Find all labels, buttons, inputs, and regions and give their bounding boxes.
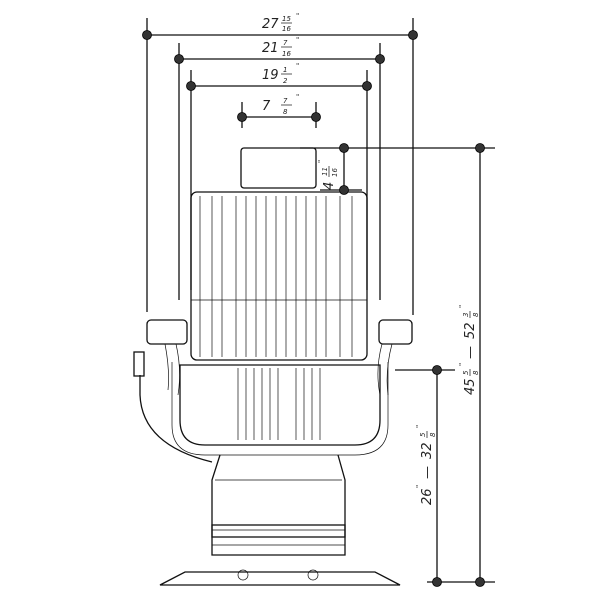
dimension-endpoint-dot	[362, 81, 372, 91]
base-column	[211, 454, 346, 556]
dimension-endpoint-dot	[475, 143, 485, 153]
dim-min-whole: 26	[420, 488, 435, 505]
dim-num: 7	[283, 39, 288, 47]
dim-headrest-width: 7 7 8 "	[262, 93, 299, 116]
dim-num: 5	[419, 432, 427, 437]
backrest	[190, 191, 368, 361]
pump-lever	[133, 351, 145, 377]
dim-unit: "	[296, 36, 299, 44]
dim-whole: 19	[262, 68, 279, 83]
dim-num: 11	[321, 167, 329, 176]
dim-total-height: 45 5 8 " — 52 3 8 "	[458, 305, 480, 395]
dim-back-width: 19 1 2 "	[262, 62, 299, 85]
dim-unit: "	[296, 62, 299, 70]
left-armrest	[146, 319, 188, 396]
dim-den: 2	[283, 77, 288, 85]
dim-num: 3	[462, 313, 470, 317]
dim-headrest-height: 4 11 16 "	[317, 160, 339, 190]
dimension-endpoint-dot	[311, 112, 321, 122]
dimension-endpoint-dot	[475, 577, 485, 587]
dim-seat-height: 26 " — 32 5 8 "	[415, 425, 437, 505]
right-armrest	[377, 319, 413, 396]
dim-den: 16	[282, 25, 291, 33]
dim-max-whole: 52	[463, 322, 478, 339]
dimension-endpoint-dot	[142, 30, 152, 40]
dimension-endpoint-dot	[339, 143, 349, 153]
dim-whole: 27	[262, 17, 279, 32]
dimension-endpoint-dot	[237, 112, 247, 122]
dim-separator: —	[420, 466, 435, 479]
dim-unit: "	[458, 305, 466, 308]
dimension-endpoint-dot	[339, 185, 349, 195]
headrest	[240, 147, 317, 189]
dim-den: 16	[331, 168, 339, 177]
dim-num: 5	[462, 370, 470, 375]
seat	[171, 362, 389, 456]
dimension-endpoint-dot	[186, 81, 196, 91]
dim-den: 8	[472, 312, 480, 317]
dim-unit: "	[317, 160, 325, 163]
dim-overall-width: 27 15 16 "	[262, 12, 299, 33]
dimension-endpoint-dot	[432, 365, 442, 375]
dim-separator: —	[463, 346, 478, 359]
dim-unit: "	[296, 12, 299, 20]
dim-den: 8	[472, 370, 480, 375]
dim-unit: "	[296, 93, 299, 101]
dim-whole: 21	[262, 41, 279, 56]
dim-den: 16	[282, 50, 291, 58]
dim-num: 15	[282, 15, 291, 23]
dim-unit: "	[415, 485, 423, 488]
barber-chair	[133, 147, 413, 586]
dim-arm-width: 21 7 16 "	[262, 36, 299, 58]
dim-whole: 4	[322, 182, 337, 190]
dim-den: 8	[283, 108, 288, 116]
dim-unit: "	[415, 425, 423, 428]
dimension-endpoint-dot	[375, 54, 385, 64]
dim-max-whole: 32	[420, 442, 435, 459]
dim-min-whole: 45	[463, 378, 478, 395]
dim-whole: 7	[262, 99, 271, 114]
dim-unit: "	[458, 363, 466, 366]
dim-den: 8	[429, 432, 437, 437]
dim-num: 7	[283, 97, 288, 105]
dim-num: 1	[283, 66, 287, 74]
dimension-endpoint-dot	[174, 54, 184, 64]
dimension-endpoint-dot	[408, 30, 418, 40]
dimension-endpoint-dot	[432, 577, 442, 587]
hydraulic-hose	[139, 375, 213, 463]
dimension-lines	[142, 18, 495, 587]
base-plate	[159, 569, 401, 586]
